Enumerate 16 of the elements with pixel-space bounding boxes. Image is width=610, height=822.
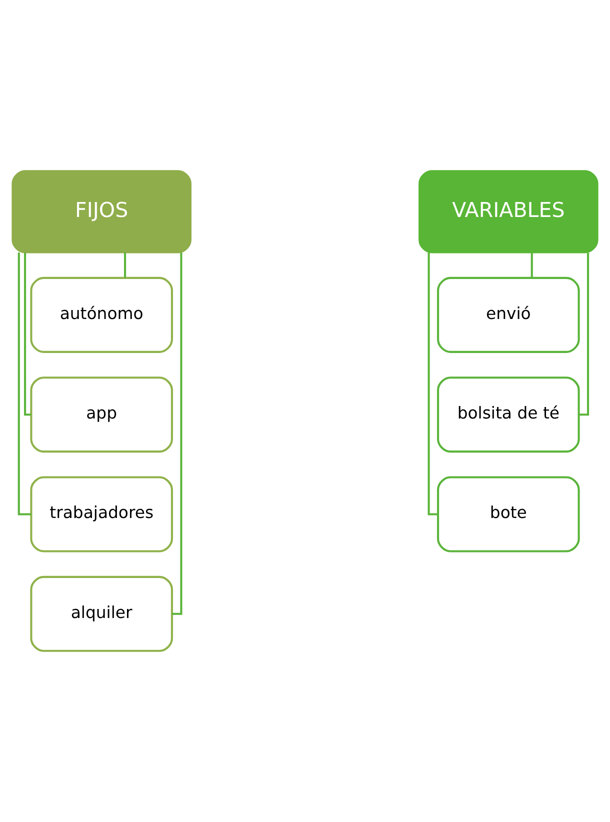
connector	[172, 252, 182, 615]
node-box: autónomo	[30, 276, 173, 353]
node-box: trabajadores	[30, 476, 173, 552]
node-box: app	[30, 376, 173, 453]
node-box: bolsita de té	[437, 376, 580, 453]
connector	[24, 252, 32, 416]
node-box: alquiler	[30, 576, 173, 652]
connector	[530, 252, 533, 278]
connector	[428, 252, 438, 516]
connector	[124, 252, 126, 278]
node-box: envió	[437, 276, 580, 353]
node-box: FIJOS	[12, 170, 192, 254]
connector	[578, 252, 590, 416]
node-box: bote	[437, 476, 580, 552]
connector	[18, 252, 32, 516]
node-box: VARIABLES	[418, 170, 598, 254]
